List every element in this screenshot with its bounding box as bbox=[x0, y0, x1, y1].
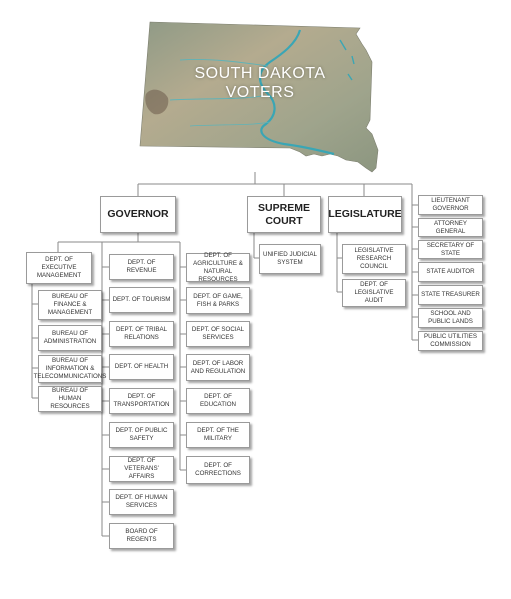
department-box: DEPT. OF CORRECTIONS bbox=[186, 456, 250, 484]
department-label: DEPT. OF LABOR AND REGULATION bbox=[190, 359, 246, 375]
official-box: SECRETARY OF STATE bbox=[418, 240, 483, 259]
supreme-court-label: SUPREME COURT bbox=[258, 201, 310, 227]
eastern-lakes bbox=[339, 39, 355, 81]
governor-box: GOVERNOR bbox=[100, 196, 176, 233]
official-box: PUBLIC UTILITIES COMMISSION bbox=[418, 331, 483, 351]
tributary-2 bbox=[169, 95, 263, 101]
governor-label: GOVERNOR bbox=[107, 208, 169, 220]
official-label: PUBLIC UTILITIES COMMISSION bbox=[424, 333, 477, 348]
south-dakota-map bbox=[139, 21, 379, 173]
department-label: DEPT. OF CORRECTIONS bbox=[195, 462, 241, 477]
department-label: DEPT. OF REVENUE bbox=[126, 259, 157, 274]
department-box: DEPT. OF GAME, FISH & PARKS bbox=[186, 287, 250, 314]
bureau-box: BUREAU OF HUMAN RESOURCES bbox=[38, 386, 102, 412]
official-label: LIEUTENANT GOVERNOR bbox=[431, 197, 470, 212]
legislative-council-label: LEGISLATIVE RESEARCH COUNCIL bbox=[354, 247, 394, 270]
department-box: BOARD OF REGENTS bbox=[109, 523, 174, 549]
department-box: DEPT. OF EDUCATION bbox=[186, 388, 250, 414]
department-label: DEPT. OF AGRICULTURE & NATURAL RESOURCES bbox=[193, 251, 243, 283]
official-label: STATE TREASURER bbox=[421, 291, 480, 298]
map-title: SOUTH DAKOTA VOTERS bbox=[170, 64, 350, 102]
department-label: DEPT. OF GAME, FISH & PARKS bbox=[193, 292, 243, 308]
department-label: DEPT. OF SOCIAL SERVICES bbox=[191, 326, 245, 341]
supreme-court-box: SUPREME COURT bbox=[247, 196, 321, 233]
department-label: DEPT. OF HUMAN SERVICES bbox=[115, 494, 168, 509]
official-label: ATTORNEY GENERAL bbox=[433, 219, 468, 235]
official-label: SCHOOL AND PUBLIC LANDS bbox=[428, 310, 473, 325]
department-box: DEPT. OF LABOR AND REGULATION bbox=[186, 354, 250, 381]
executive-management-box: DEPT. OF EXECUTIVE MANAGEMENT bbox=[26, 252, 92, 284]
department-label: DEPT. OF TRANSPORTATION bbox=[113, 393, 170, 408]
tributary-3 bbox=[189, 121, 271, 127]
official-box: STATE AUDITOR bbox=[418, 262, 483, 282]
legislature-label: LEGISLATURE bbox=[328, 208, 402, 220]
official-label: SECRETARY OF STATE bbox=[426, 241, 475, 257]
black-hills bbox=[145, 89, 169, 115]
map-title-line2: VOTERS bbox=[225, 84, 295, 101]
department-label: BOARD OF REGENTS bbox=[125, 528, 158, 543]
department-label: DEPT. OF EDUCATION bbox=[200, 393, 236, 408]
legislative-council-box: LEGISLATIVE RESEARCH COUNCIL bbox=[342, 244, 406, 274]
bureau-box: BUREAU OF FINANCE & MANAGEMENT bbox=[38, 290, 102, 320]
unified-judicial-box: UNIFIED JUDICIAL SYSTEM bbox=[259, 244, 321, 274]
department-box: DEPT. OF SOCIAL SERVICES bbox=[186, 321, 250, 347]
official-box: LIEUTENANT GOVERNOR bbox=[418, 195, 483, 215]
legislative-audit-label: DEPT. OF LEGISLATIVE AUDIT bbox=[354, 281, 394, 304]
official-box: ATTORNEY GENERAL bbox=[418, 218, 483, 237]
department-label: DEPT. OF TRIBAL RELATIONS bbox=[115, 326, 168, 341]
department-box: DEPT. OF TRIBAL RELATIONS bbox=[109, 321, 174, 347]
tributary-1 bbox=[179, 59, 269, 67]
map-title-line1: SOUTH DAKOTA bbox=[194, 65, 326, 82]
bureau-label: BUREAU OF FINANCE & MANAGEMENT bbox=[47, 293, 93, 316]
missouri-river bbox=[258, 29, 335, 156]
bureau-label: BUREAU OF ADMINISTRATION bbox=[43, 330, 97, 345]
department-box: DEPT. OF REVENUE bbox=[109, 254, 174, 280]
official-box: STATE TREASURER bbox=[418, 285, 483, 305]
bureau-box: BUREAU OF INFORMATION & TELECOMMUNICATIO… bbox=[34, 355, 106, 383]
unified-judicial-label: UNIFIED JUDICIAL SYSTEM bbox=[263, 251, 317, 266]
official-box: SCHOOL AND PUBLIC LANDS bbox=[418, 308, 483, 328]
department-label: DEPT. OF HEALTH bbox=[114, 363, 169, 370]
department-box: DEPT. OF THE MILITARY bbox=[186, 422, 250, 448]
department-box: DEPT. OF PUBLIC SAFETY bbox=[109, 422, 174, 448]
legislature-box: LEGISLATURE bbox=[328, 196, 402, 233]
department-label: DEPT. OF THE MILITARY bbox=[197, 427, 239, 442]
department-box: DEPT. OF HEALTH bbox=[109, 354, 174, 380]
bureau-label: BUREAU OF HUMAN RESOURCES bbox=[50, 387, 90, 410]
department-box: DEPT. OF TOURISM bbox=[109, 287, 174, 313]
bureau-box: BUREAU OF ADMINISTRATION bbox=[38, 325, 102, 351]
legislative-audit-box: DEPT. OF LEGISLATIVE AUDIT bbox=[342, 279, 406, 307]
department-box: DEPT. OF HUMAN SERVICES bbox=[109, 489, 174, 515]
executive-management-label: DEPT. OF EXECUTIVE MANAGEMENT bbox=[36, 256, 82, 279]
department-label: DEPT. OF PUBLIC SAFETY bbox=[115, 427, 168, 442]
department-box: DEPT. OF AGRICULTURE & NATURAL RESOURCES bbox=[186, 251, 250, 283]
bureau-label: BUREAU OF INFORMATION & TELECOMMUNICATIO… bbox=[33, 357, 107, 380]
department-label: DEPT. OF VETERANS' AFFAIRS bbox=[124, 457, 159, 480]
department-label: DEPT. OF TOURISM bbox=[112, 296, 171, 303]
official-label: STATE AUDITOR bbox=[426, 268, 475, 275]
department-box: DEPT. OF TRANSPORTATION bbox=[109, 388, 174, 414]
department-box: DEPT. OF VETERANS' AFFAIRS bbox=[109, 456, 174, 482]
